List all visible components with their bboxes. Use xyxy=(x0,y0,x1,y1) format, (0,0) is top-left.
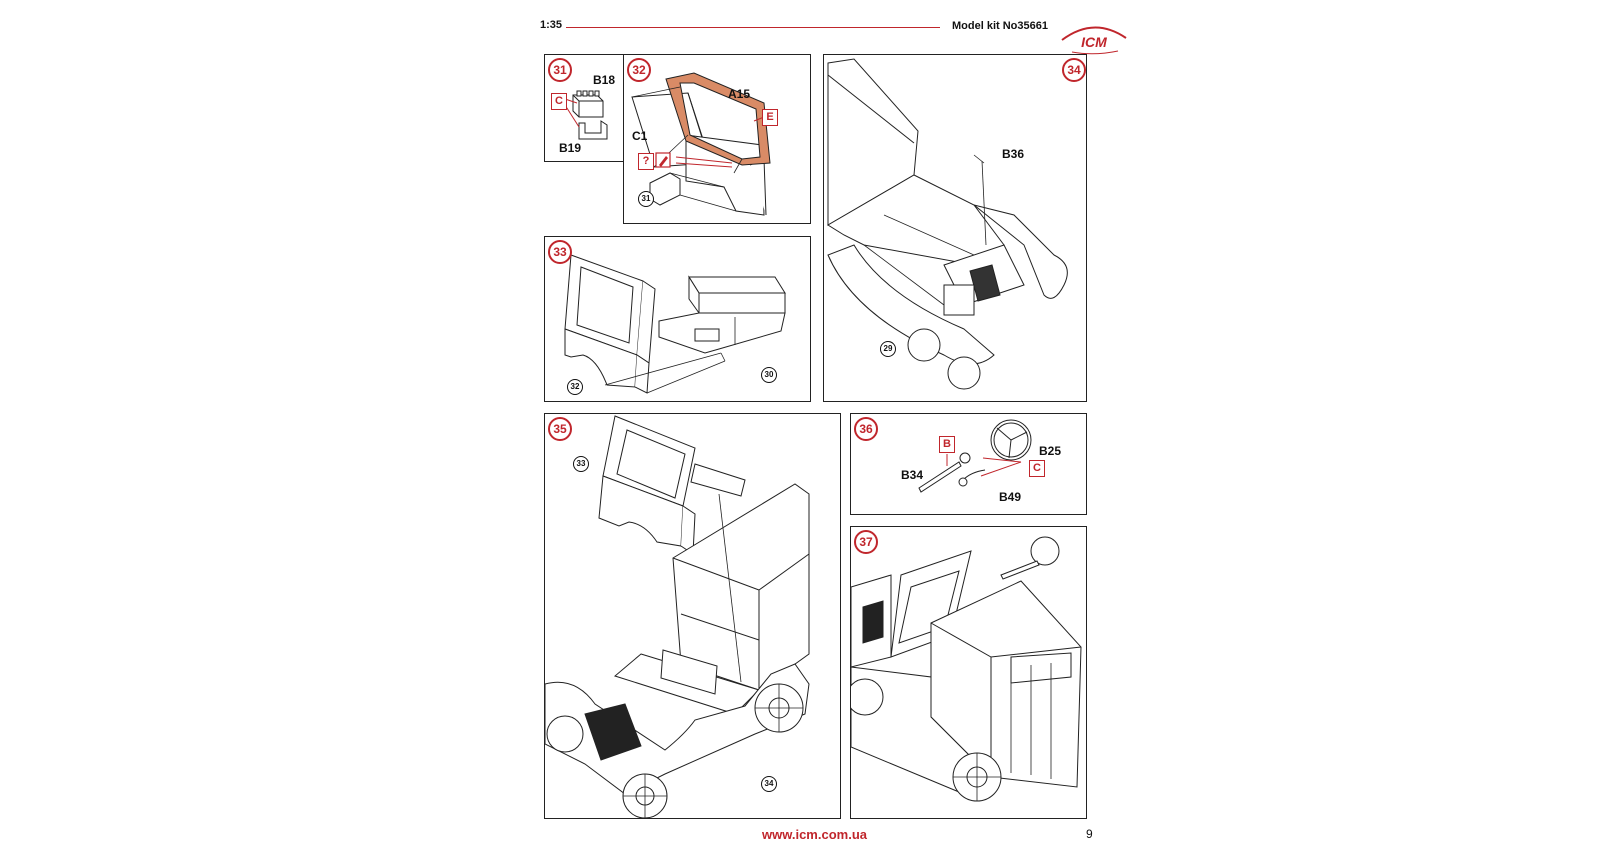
color-tag-b: B xyxy=(939,436,955,453)
step-35-number: 35 xyxy=(548,417,572,441)
step-32-number: 32 xyxy=(627,58,651,82)
part-b18-label: B18 xyxy=(593,73,616,87)
part-b36-label: B36 xyxy=(1002,147,1025,161)
logo-wordmark: ICM xyxy=(1081,34,1107,50)
step-34-panel: 34 B36 29 xyxy=(823,54,1087,402)
step-37-number: 37 xyxy=(854,530,878,554)
color-tag-c: C xyxy=(551,93,567,110)
step-33-panel: 33 32 30 xyxy=(544,236,811,402)
step-32-drawing xyxy=(631,72,771,216)
step-32-panel: 32 A15 C1 E ? 31 xyxy=(623,54,811,224)
color-tag-c-36: C xyxy=(1029,460,1045,477)
ref-step-30: 30 xyxy=(761,367,777,383)
step-31-panel: 31 B18 B19 C xyxy=(544,54,624,162)
kit-number: Model kit No35661 xyxy=(952,20,1048,32)
step-36-number: 36 xyxy=(854,417,878,441)
ref-step-29: 29 xyxy=(880,341,896,357)
ref-step-34: 34 xyxy=(761,776,777,792)
step-31-drawing xyxy=(564,90,608,140)
step-34-drawing xyxy=(827,58,1068,390)
ref-step-31: 31 xyxy=(638,191,654,207)
part-b19-label: B19 xyxy=(559,141,582,155)
step-37-drawing xyxy=(851,536,1082,802)
step-33-drawing xyxy=(564,254,786,394)
step-35-drawing xyxy=(545,415,810,819)
step-37-panel: 37 xyxy=(850,526,1087,819)
part-a15-label: A15 xyxy=(728,87,751,101)
part-b49-label: B49 xyxy=(999,490,1022,504)
step-33-number: 33 xyxy=(548,240,572,264)
website-link[interactable]: www.icm.com.ua xyxy=(762,827,867,842)
color-tag-unknown: ? xyxy=(638,153,654,170)
scale-label: 1:35 xyxy=(540,19,563,31)
step-36-drawing xyxy=(918,419,1032,493)
step-36-panel: 36 B25 B34 B49 B C xyxy=(850,413,1087,515)
step-35-panel: 35 33 34 xyxy=(544,413,841,819)
step-34-number: 34 xyxy=(1062,58,1086,82)
header-rule xyxy=(566,27,940,28)
ref-step-33: 33 xyxy=(573,456,589,472)
page-number: 9 xyxy=(1086,827,1093,841)
step-31-number: 31 xyxy=(548,58,572,82)
color-tag-e: E xyxy=(762,109,778,126)
part-b34-label: B34 xyxy=(901,468,924,482)
part-b25-label: B25 xyxy=(1039,444,1062,458)
icm-logo: ICM xyxy=(1061,26,1127,55)
part-c1-label: C1 xyxy=(632,129,648,143)
ref-step-32: 32 xyxy=(567,379,583,395)
